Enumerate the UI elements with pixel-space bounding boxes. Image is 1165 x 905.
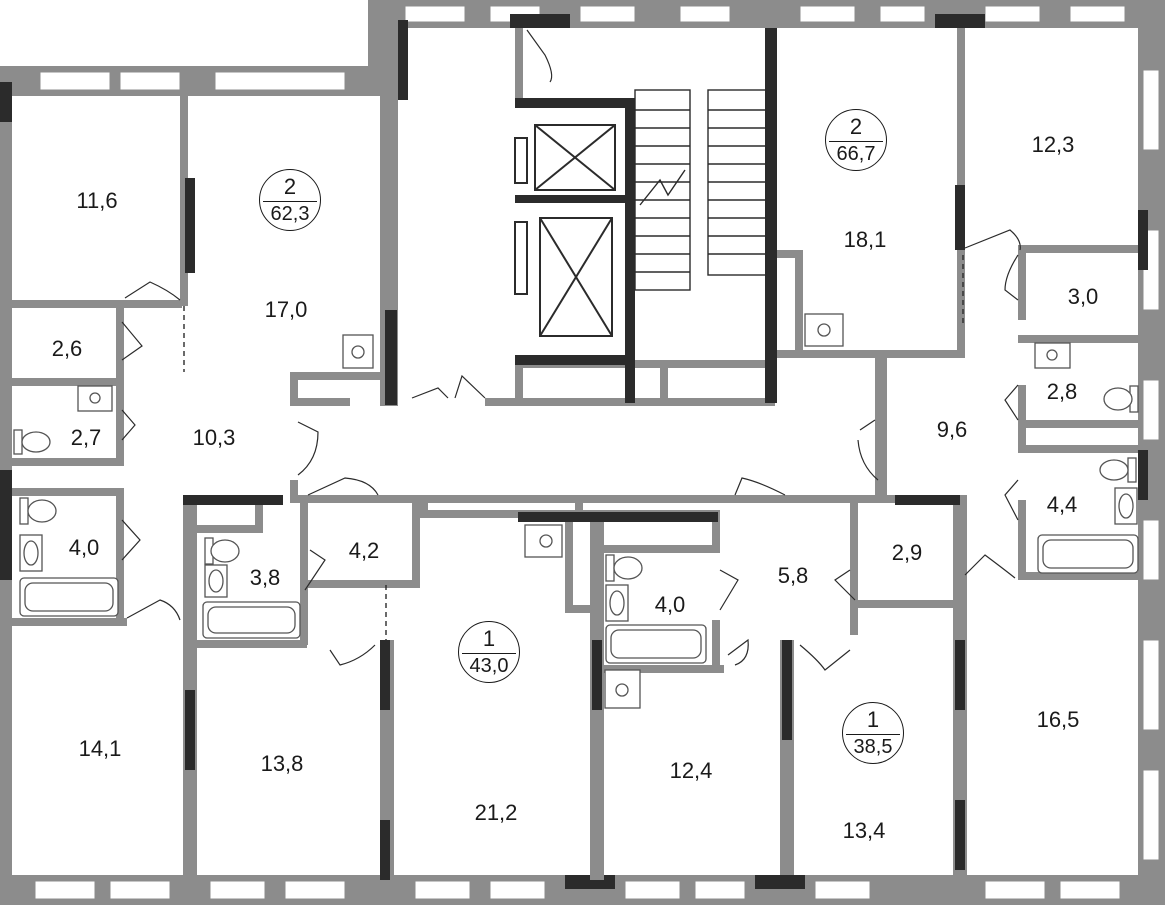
room-area-label: 12,4 (669, 758, 713, 783)
apartment-badge[interactable]: 1 38,5 (842, 702, 904, 764)
room-area-label: 17,0 (264, 297, 308, 322)
door-swings (121, 29, 1021, 671)
apartment-area: 43,0 (469, 655, 509, 677)
apartment-area: 62,3 (270, 203, 310, 225)
room-area-label: 9,6 (936, 417, 968, 442)
apartment-badge[interactable]: 2 62,3 (259, 169, 321, 231)
apartment-badge[interactable]: 2 66,7 (825, 109, 887, 171)
room-area-label: 4,2 (348, 538, 380, 563)
sanitary-fixtures (13, 313, 1139, 709)
openings (183, 255, 964, 640)
room-area-label: 13,4 (842, 818, 886, 843)
room-area-label: 13,8 (260, 751, 304, 776)
elevator-shafts (514, 124, 616, 337)
load-bearing-walls (183, 20, 965, 880)
staircase (634, 89, 767, 291)
apartment-rooms: 1 (482, 626, 496, 651)
badge-divider (462, 653, 516, 654)
windows (34, 5, 1160, 900)
room-area-label: 4,0 (654, 592, 686, 617)
apartment-rooms: 2 (849, 114, 863, 139)
room-area-label: 5,8 (777, 563, 809, 588)
badge-divider (829, 141, 883, 142)
room-area-label: 4,4 (1046, 492, 1078, 517)
room-area-label: 3,8 (249, 565, 281, 590)
room-area-label: 14,1 (78, 736, 122, 761)
interior-walls (12, 28, 1138, 880)
room-area-label: 2,6 (51, 336, 83, 361)
room-area-label: 2,7 (70, 425, 102, 450)
room-area-label: 21,2 (474, 800, 518, 825)
room-area-label: 2,8 (1046, 379, 1078, 404)
room-area-label: 16,5 (1036, 707, 1080, 732)
apartment-badge[interactable]: 1 43,0 (458, 621, 520, 683)
room-area-label: 3,0 (1067, 284, 1099, 309)
room-area-label: 4,0 (68, 535, 100, 560)
room-area-label: 18,1 (843, 227, 887, 252)
dark-wall-accents (0, 14, 1148, 889)
apartment-area: 38,5 (853, 736, 893, 758)
room-area-label: 12,3 (1031, 132, 1075, 157)
apartment-rooms: 1 (866, 707, 880, 732)
room-area-label: 2,9 (891, 540, 923, 565)
room-area-label: 10,3 (192, 425, 236, 450)
apartment-rooms: 2 (283, 174, 297, 199)
badge-divider (846, 734, 900, 735)
room-area-label: 11,6 (76, 188, 118, 213)
badge-divider (263, 201, 317, 202)
apartment-area: 66,7 (836, 143, 876, 165)
